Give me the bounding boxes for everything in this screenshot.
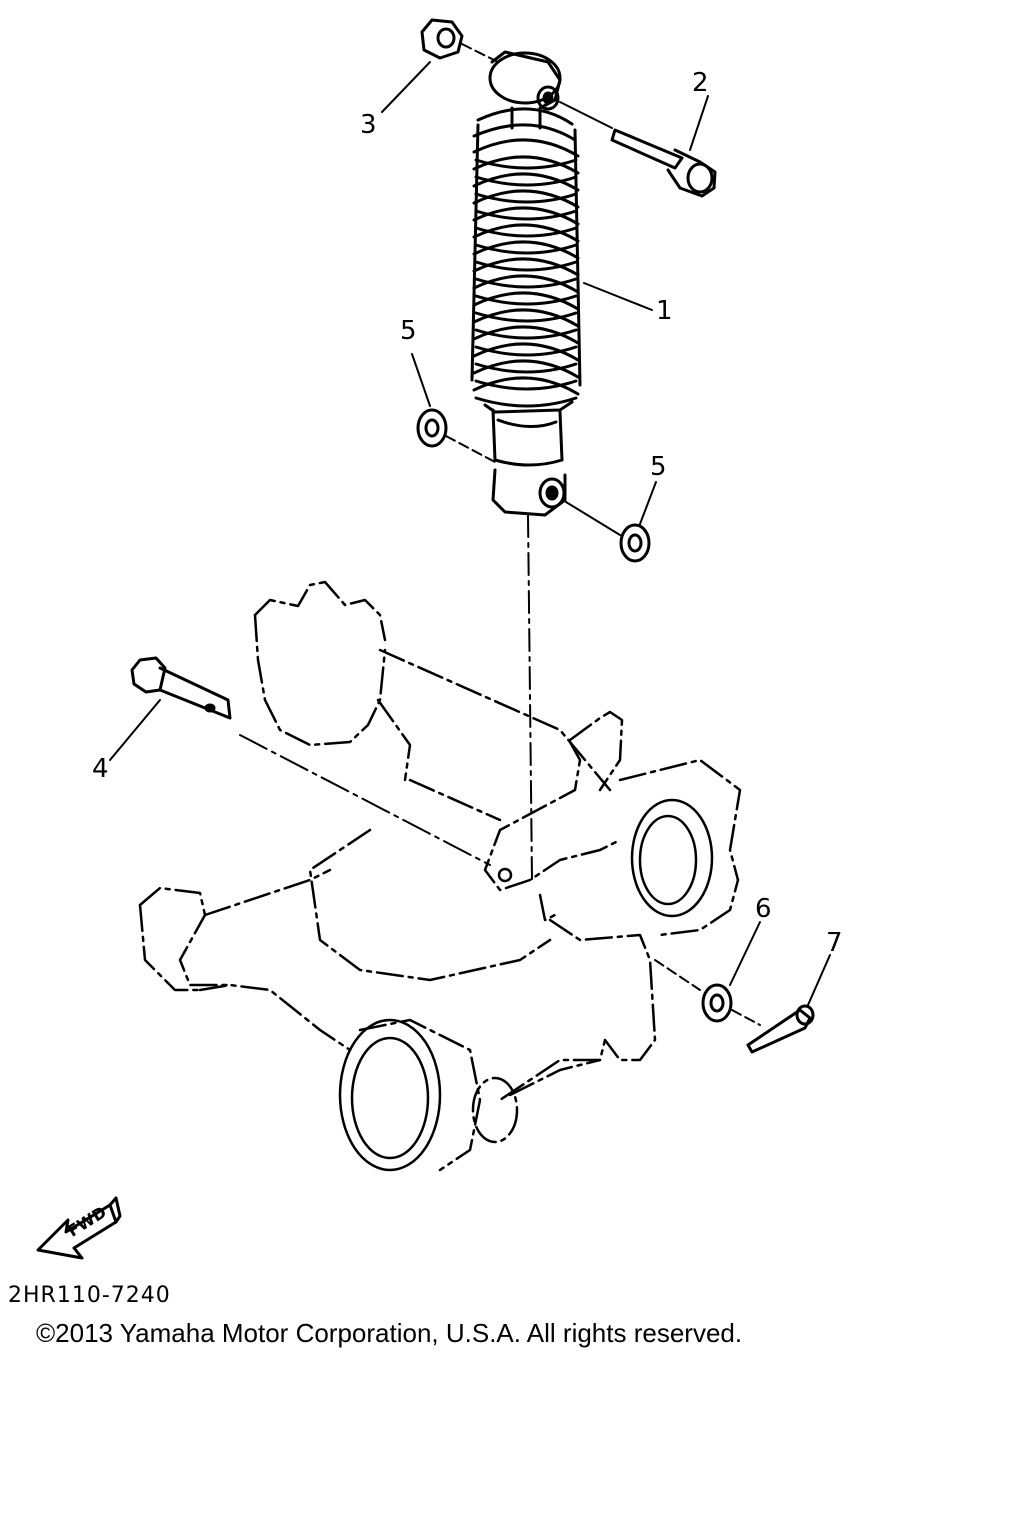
spring-coil-front <box>474 396 578 408</box>
callout-5-upper: 5 <box>400 316 417 346</box>
callout-3: 3 <box>360 110 377 140</box>
cotter-pin <box>731 954 831 1054</box>
spring-coil <box>472 308 580 328</box>
callout-5-lower: 5 <box>650 452 667 482</box>
washer-lower <box>565 481 657 563</box>
callout-6: 6 <box>755 894 772 924</box>
callout-2: 2 <box>692 68 709 98</box>
fwd-arrow-icon <box>36 1196 122 1260</box>
spring-coil <box>472 155 580 175</box>
exploded-parts-diagram <box>36 18 831 1260</box>
spring-coil <box>472 359 580 379</box>
spring-coil <box>472 189 580 209</box>
shock-center-line <box>527 514 533 881</box>
spring-coil <box>472 325 580 345</box>
spring-coil <box>472 257 580 277</box>
callout-4: 4 <box>92 754 109 784</box>
spring-coil <box>472 172 580 192</box>
washer-upper <box>411 353 496 463</box>
spring-coil <box>472 342 580 362</box>
part-code: 2HR110-7240 <box>8 1283 171 1308</box>
pivot-bolt <box>109 656 491 866</box>
spring-coil <box>472 291 580 311</box>
copyright-text: ©2013 Yamaha Motor Corporation, U.S.A. A… <box>36 1318 743 1348</box>
shock-absorber <box>470 50 653 517</box>
spring-coil <box>472 274 580 294</box>
spring-coil <box>472 376 580 396</box>
spring-coil <box>472 223 580 243</box>
spring-coil <box>472 240 580 260</box>
spring-coil <box>472 206 580 226</box>
bolt <box>559 95 717 198</box>
callout-1: 1 <box>656 296 673 326</box>
swing-arm <box>138 580 742 1172</box>
nut <box>381 18 499 113</box>
callout-7: 7 <box>826 928 843 958</box>
washer-right <box>654 921 761 1023</box>
spring-coil <box>472 138 580 158</box>
